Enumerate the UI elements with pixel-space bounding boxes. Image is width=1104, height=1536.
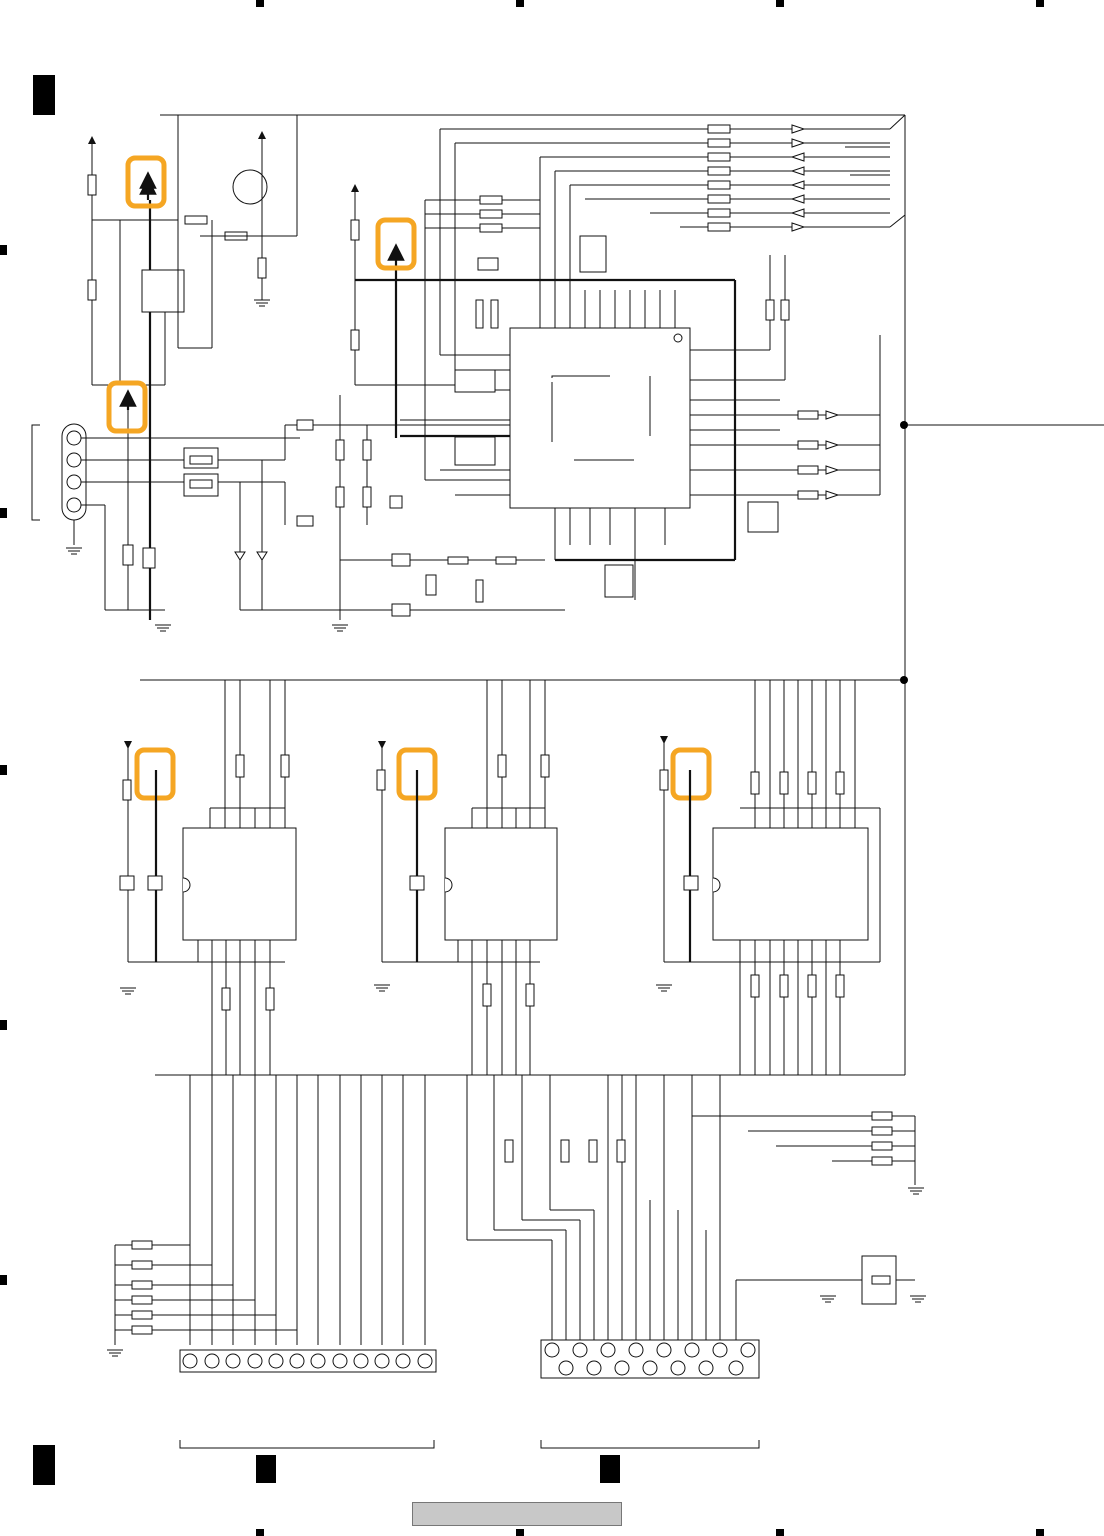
corner-block-bottom <box>33 1445 55 1485</box>
registration-marks <box>0 0 1044 1536</box>
lower-bus-lines <box>115 1075 915 1345</box>
ref-block-b <box>600 1455 620 1483</box>
conn-left <box>180 1350 436 1448</box>
buffer-ic-3 <box>660 680 880 1075</box>
corner-block-top <box>33 75 55 115</box>
left-regulator-area <box>88 115 297 620</box>
buffer-ic-2 <box>377 680 557 1075</box>
main-ic <box>355 280 880 600</box>
buffer-ic-1 <box>120 680 296 1075</box>
ic-right-resistors <box>748 255 880 532</box>
highlight-1 <box>128 158 164 206</box>
ref-block-a <box>256 1455 276 1483</box>
conn-right <box>541 1340 759 1448</box>
